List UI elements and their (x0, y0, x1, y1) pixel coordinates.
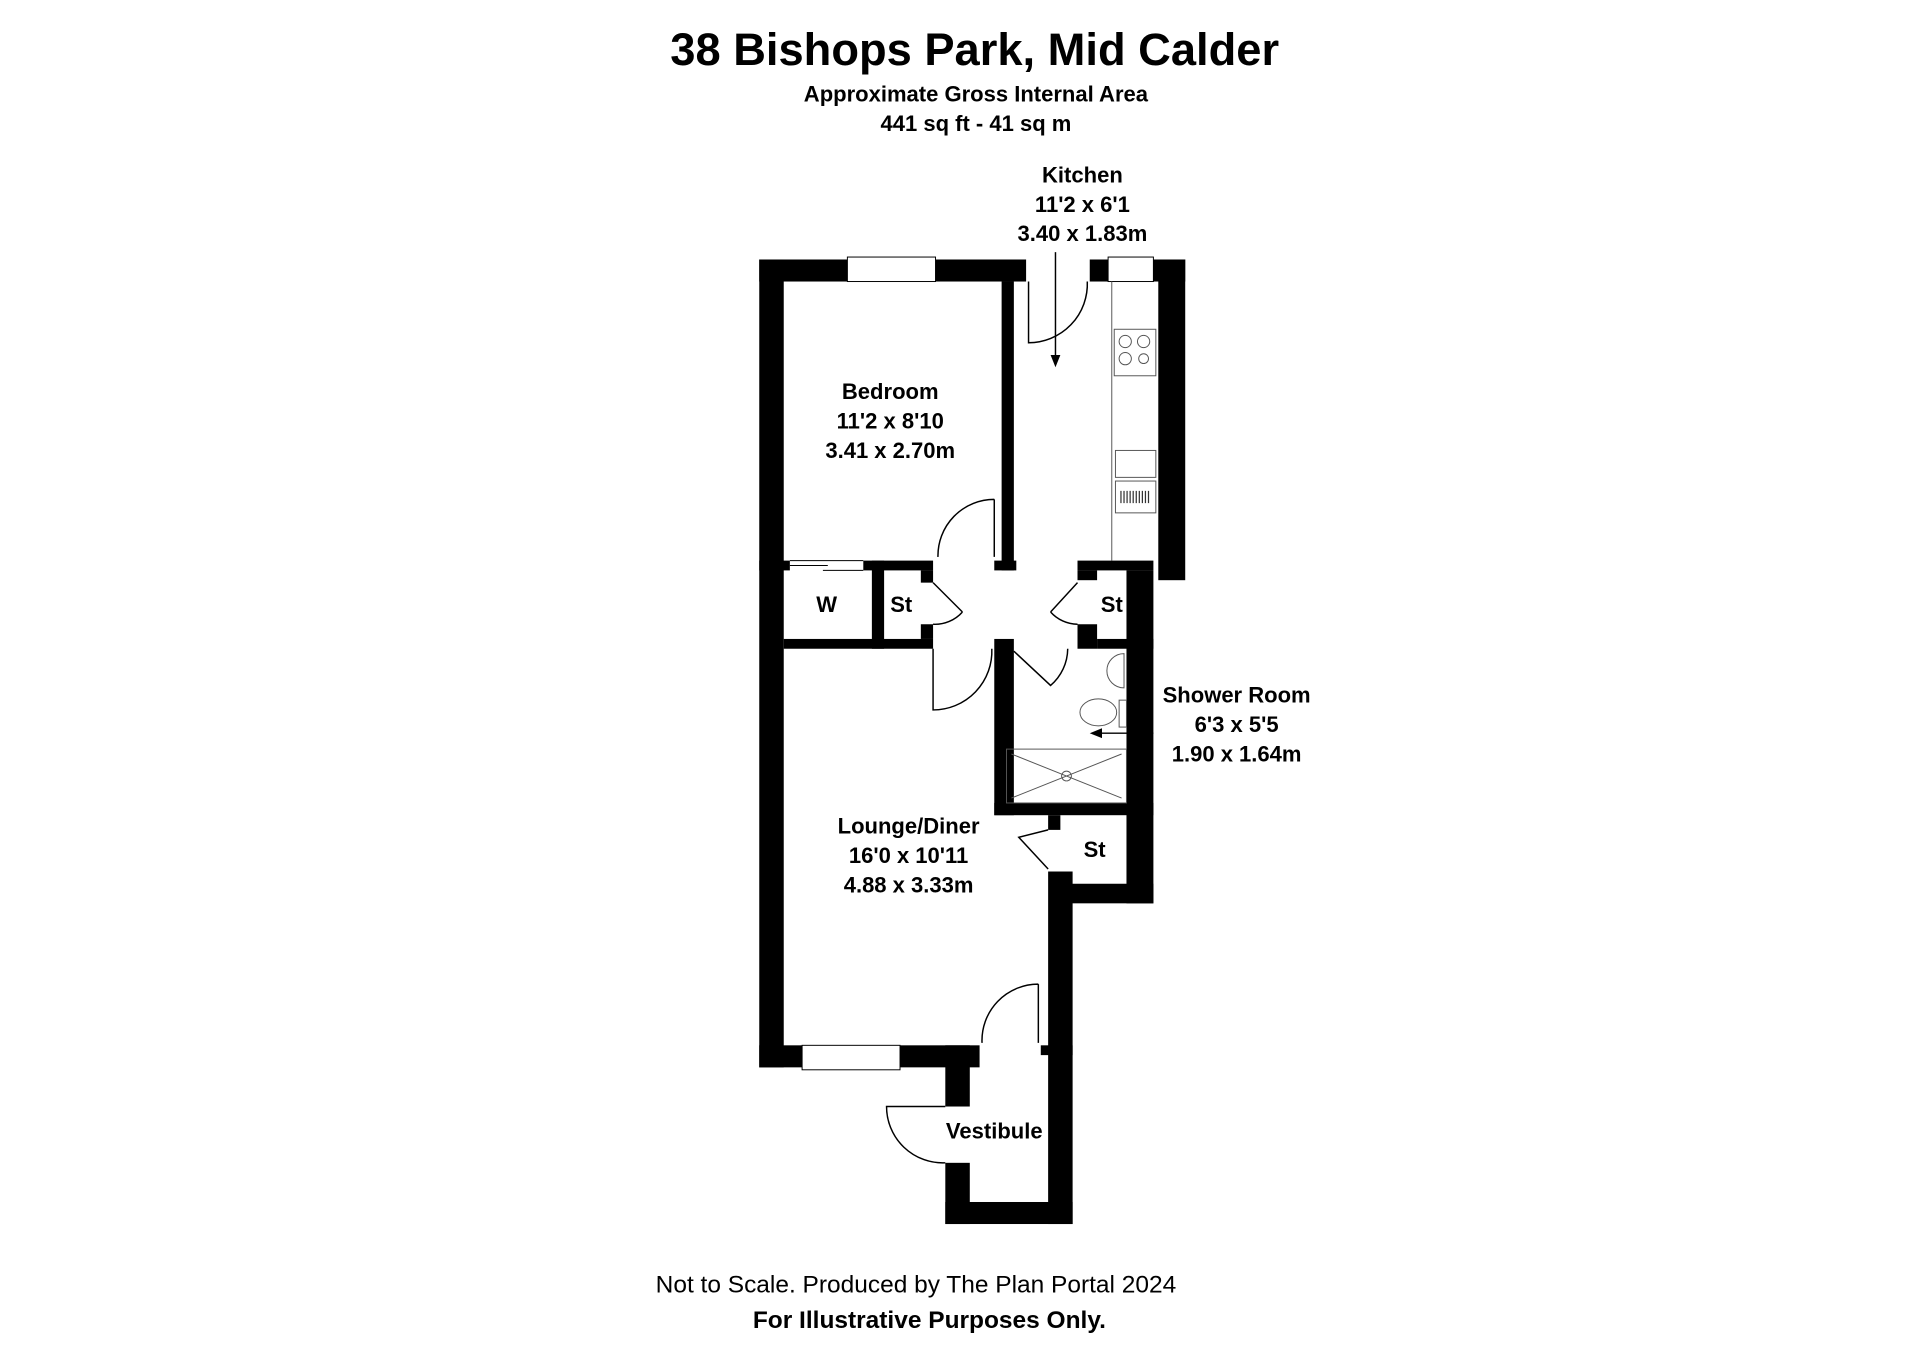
wardrobe-label: W (816, 592, 837, 617)
store-label-3: St (1084, 837, 1107, 862)
vestibule-name: Vestibule (946, 1118, 1043, 1143)
store-label-2: St (1101, 592, 1124, 617)
basin-icon (1106, 653, 1125, 689)
plan-title: 38 Bishops Park, Mid Calder (670, 24, 1279, 75)
shower-fixtures (1006, 653, 1127, 804)
store-label-1: St (890, 592, 913, 617)
entry-arrows (1050, 252, 1154, 739)
lounge-name: Lounge/Diner (838, 814, 980, 839)
lounge-metric: 4.88 x 3.33m (844, 872, 974, 897)
kitchen-name: Kitchen (1042, 162, 1123, 187)
footer-disclaimer: Not to Scale. Produced by The Plan Porta… (656, 1272, 1177, 1299)
sink-icon (1114, 449, 1157, 478)
bedroom-name: Bedroom (842, 379, 939, 404)
plan-area: 441 sq ft - 41 sq m (880, 111, 1071, 136)
plan-subtitle: Approximate Gross Internal Area (804, 82, 1149, 107)
kitchen-imperial: 11'2 x 6'1 (1035, 192, 1130, 217)
footer-note: For Illustrative Purposes Only. (753, 1307, 1106, 1334)
lounge-imperial: 16'0 x 10'11 (849, 843, 968, 868)
hob-icon (1113, 328, 1157, 377)
bedroom-metric: 3.41 x 2.70m (825, 438, 955, 463)
shower-room-imperial: 6'3 x 5'5 (1195, 712, 1279, 737)
kitchen-worktop (1111, 281, 1157, 561)
toilet-icon (1079, 698, 1118, 727)
walls (759, 259, 1186, 1225)
drainer-icon (1114, 480, 1157, 514)
windows (789, 256, 1154, 1071)
shower-room-metric: 1.90 x 1.64m (1172, 741, 1302, 766)
kitchen-metric: 3.40 x 1.83m (1018, 221, 1148, 246)
shower-room-name: Shower Room (1163, 683, 1311, 708)
doors (885, 281, 1089, 1164)
shower-tray-icon (1006, 748, 1127, 804)
bedroom-imperial: 11'2 x 8'10 (837, 408, 944, 433)
